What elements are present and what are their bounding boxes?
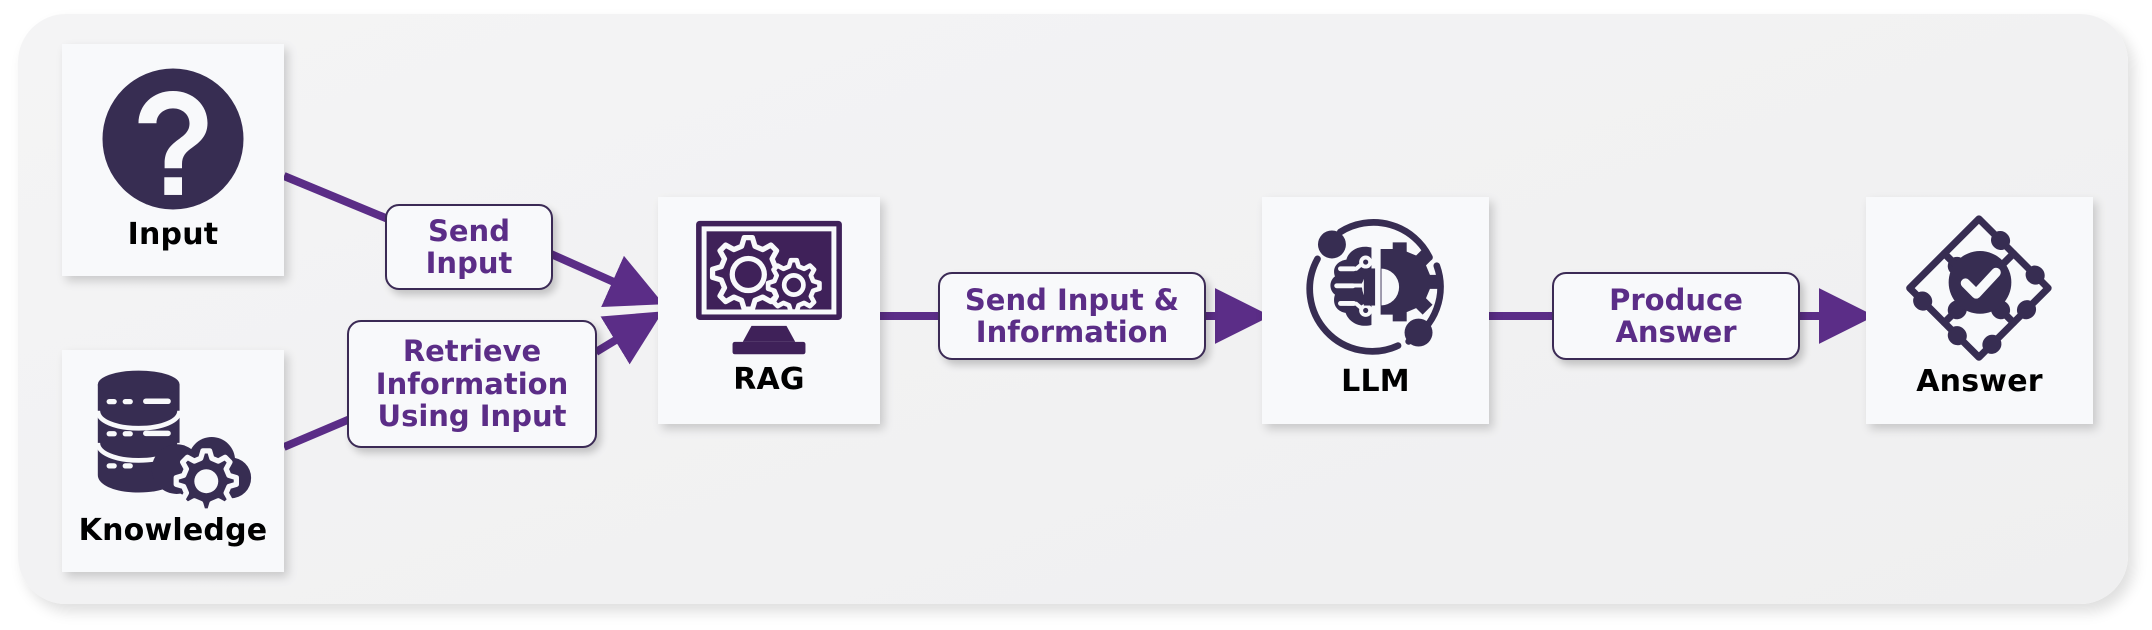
edge-label-line: Answer: [1615, 315, 1737, 349]
edge-label-send-input[interactable]: Send Input: [385, 204, 553, 290]
node-label-knowledge: Knowledge: [78, 513, 268, 548]
node-label-llm: LLM: [1341, 364, 1410, 399]
ai-brain-gear-orbit-icon: [1297, 211, 1455, 363]
edge-label-line: Send: [428, 213, 510, 248]
edge-knowledge-to-retrieve: [282, 415, 352, 451]
node-rag[interactable]: RAG: [658, 197, 880, 424]
edge-label-line: Input: [425, 246, 513, 280]
edge-label-retrieve-information-using-input[interactable]: Retrieve Information Using Input: [347, 320, 597, 448]
database-cloud-gear-icon: [89, 364, 257, 510]
node-answer[interactable]: Answer: [1866, 197, 2093, 424]
question-mark-circle-icon: [98, 64, 248, 214]
edge-sendinput-to-rag: [549, 250, 664, 307]
monitor-gears-icon: [688, 215, 850, 355]
edge-label-line: Send Input &: [964, 282, 1180, 317]
node-label-answer: Answer: [1916, 364, 2043, 399]
node-input[interactable]: Input: [62, 44, 284, 276]
puzzle-check-icon: [1900, 209, 2060, 365]
node-llm[interactable]: LLM: [1262, 197, 1489, 424]
node-label-rag: RAG: [733, 362, 805, 397]
edge-label-line: Information: [375, 366, 569, 401]
edge-label-line: Produce: [1609, 282, 1743, 317]
edge-label-line: Information: [975, 315, 1169, 349]
edge-label-line: Using Input: [377, 399, 567, 434]
node-label-input: Input: [127, 217, 219, 252]
edge-label-line: Retrieve: [402, 334, 542, 369]
edge-input-to-sendinput: [282, 172, 390, 223]
edge-label-send-input-and-information[interactable]: Send Input & Information: [938, 272, 1206, 360]
node-knowledge[interactable]: Knowledge: [62, 350, 284, 572]
edge-label-produce-answer[interactable]: Produce Answer: [1552, 272, 1800, 360]
edge-retrieve-to-rag: [593, 311, 663, 365]
